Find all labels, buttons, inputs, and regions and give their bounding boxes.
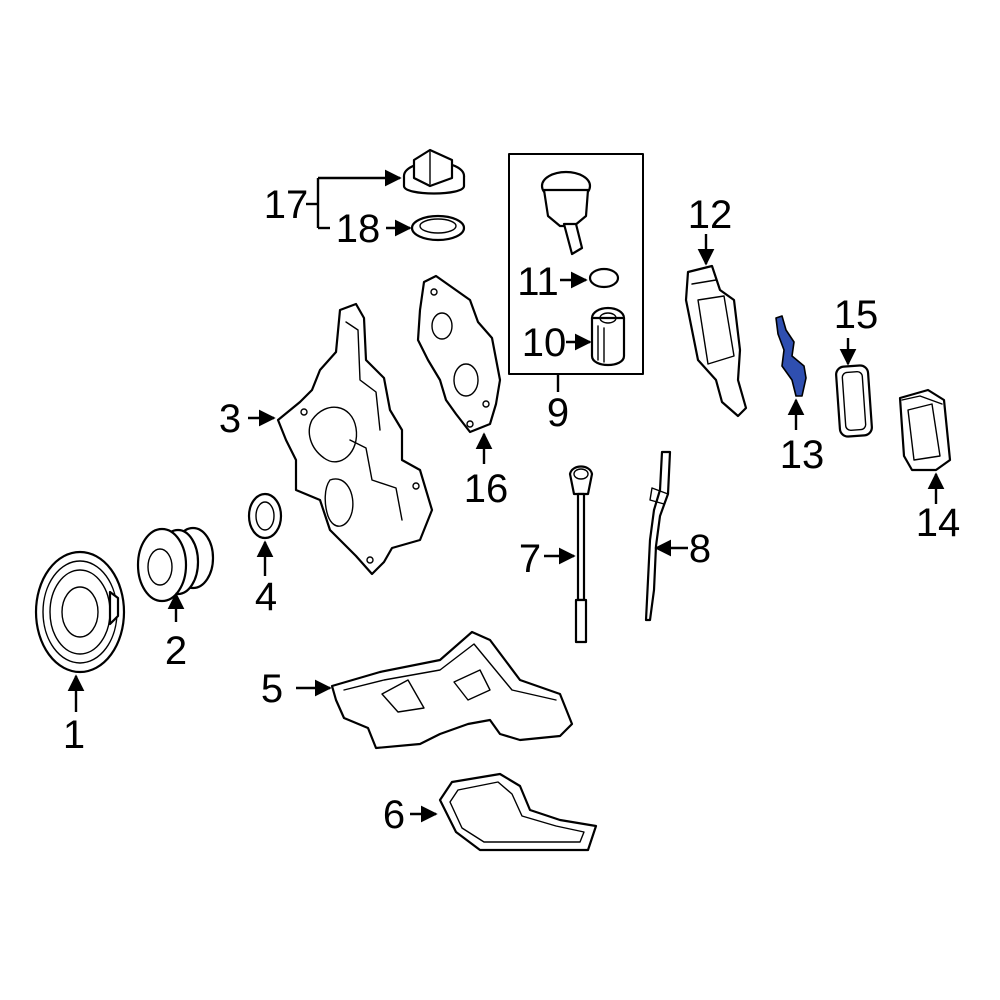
callout-18[interactable]: 18	[336, 207, 381, 251]
part-7-dipstick[interactable]: 7	[519, 465, 594, 644]
callout-2[interactable]: 2	[165, 629, 187, 673]
callout-1[interactable]: 1	[63, 713, 85, 757]
part-17-filler-cap[interactable]	[402, 148, 466, 195]
callout-11[interactable]: 11	[517, 260, 559, 304]
part-18-cap-seal[interactable]	[410, 214, 466, 242]
part-2-pulley[interactable]: 2	[136, 526, 215, 673]
part-4-seal[interactable]: 4	[247, 492, 283, 619]
part-13-gasket-highlighted[interactable]: 13	[775, 315, 825, 477]
part-13-shape	[775, 315, 807, 397]
callout-17-18-leaders	[306, 169, 412, 237]
callout-10[interactable]: 10	[522, 321, 567, 365]
callout-15[interactable]: 15	[834, 293, 879, 337]
callout-6[interactable]: 6	[383, 793, 405, 837]
callout-8[interactable]: 8	[689, 527, 711, 571]
part-15-gasket[interactable]: 15	[834, 293, 879, 438]
callout-5[interactable]: 5	[261, 667, 283, 711]
callout-12[interactable]: 12	[688, 193, 733, 237]
callout-14[interactable]: 14	[916, 501, 961, 545]
callout-3[interactable]: 3	[219, 397, 241, 441]
callout-7[interactable]: 7	[519, 537, 541, 581]
part-12-oil-filter-housing[interactable]: 12	[684, 193, 748, 418]
part-14-oil-cooler[interactable]: 14	[898, 388, 961, 545]
part-3-timing-cover[interactable]: 3	[219, 302, 434, 576]
callout-13[interactable]: 13	[780, 433, 825, 477]
callout-4[interactable]: 4	[255, 575, 277, 619]
part-10-filter-element[interactable]	[590, 306, 626, 367]
part-9-oil-filter-assembly[interactable]: 11 10 9	[508, 153, 644, 435]
part-11-o-ring[interactable]	[588, 267, 620, 289]
callout-17[interactable]: 17	[264, 183, 309, 227]
part-16-cover-plate[interactable]: 16	[416, 274, 509, 511]
callout-16[interactable]: 16	[464, 467, 509, 511]
part-6-oil-pan-gasket[interactable]: 6	[383, 772, 598, 852]
callout-9[interactable]: 9	[547, 391, 569, 435]
part-8-dipstick-tube[interactable]: 8	[644, 450, 711, 622]
part-5-oil-pan[interactable]: 5	[261, 630, 574, 750]
part-1-crankshaft-pulley[interactable]: 1	[34, 550, 126, 757]
